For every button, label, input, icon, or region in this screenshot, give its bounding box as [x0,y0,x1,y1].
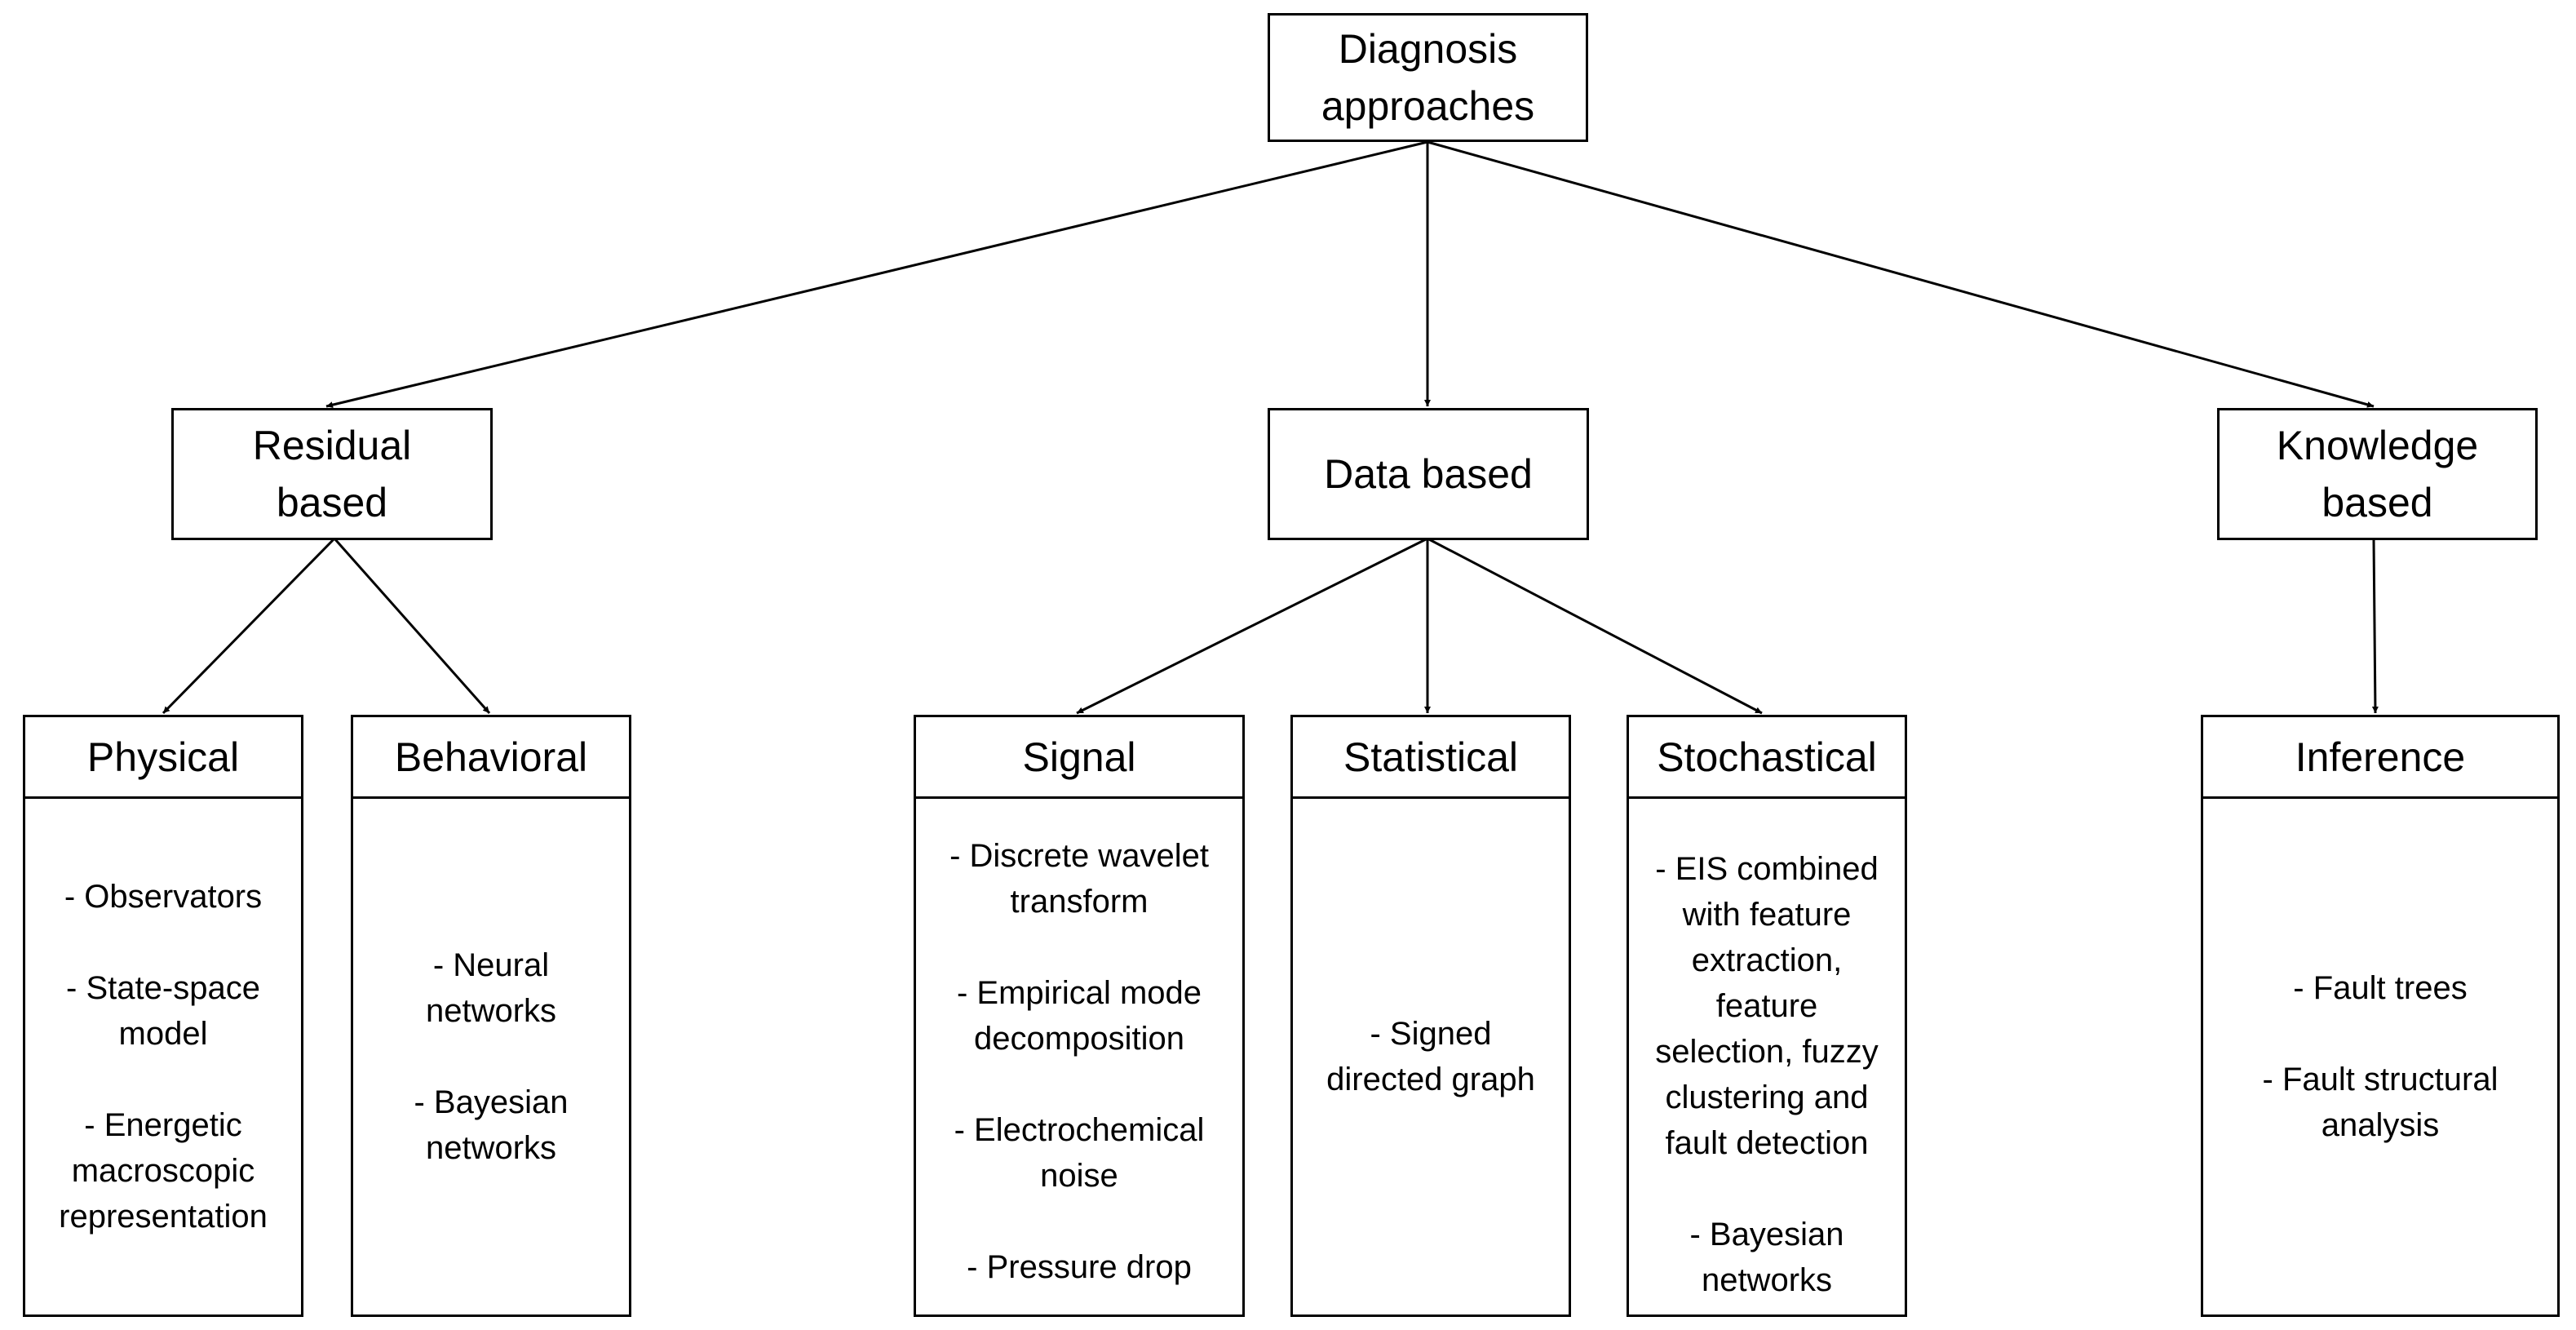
category-items-signal: - Discrete wavelet transform - Empirical… [916,799,1242,1314]
category-title-stochastical: Stochastical [1629,717,1905,799]
edge-root-residual [325,140,1428,409]
category-box-statistical: Statistical - Signed directed graph [1290,715,1571,1317]
edge-data-signal [1076,537,1428,715]
category-title-signal: Signal [916,717,1242,799]
category-title-inference: Inference [2203,717,2557,799]
method-bayesian-networks: - Bayesian networks [414,1084,569,1166]
group-node-knowledge-based: Knowledge based [2217,408,2538,540]
category-items-behavioral: - Neural networks - Bayesian networks [353,799,629,1314]
method-pressure-drop: - Pressure drop [967,1249,1192,1285]
category-items-inference: - Fault trees - Fault structural analysi… [2203,799,2557,1314]
method-signed-directed-graph: - Signed directed graph [1326,1016,1535,1097]
category-box-inference: Inference - Fault trees - Fault structur… [2201,715,2560,1317]
method-eis-feature-extraction-fuzzy-clustering: - EIS combined with feature extraction, … [1655,851,1879,1161]
edge-residual-behavioral [333,538,491,714]
method-observators: - Observators [64,879,263,915]
method-fault-structural-analysis: - Fault structural analysis [2262,1062,2499,1143]
method-discrete-wavelet-transform: - Discrete wavelet transform [949,838,1209,920]
method-bayesian-networks: - Bayesian networks [1689,1217,1844,1298]
root-node-diagnosis-approaches: Diagnosis approaches [1268,13,1588,142]
category-box-signal: Signal - Discrete wavelet transform - Em… [914,715,1245,1317]
edge-root-knowledge [1427,140,2375,408]
method-empirical-mode-decomposition: - Empirical mode decomposition [956,975,1202,1057]
category-items-physical: - Observators - State-space model - Ener… [25,799,301,1314]
method-energetic-macroscopic-representation: - Energetic macroscopic representation [59,1107,268,1235]
category-box-physical: Physical - Observators - State-space mod… [23,715,303,1317]
group-node-residual-based: Residual based [171,408,493,540]
edge-data-stochastical [1427,537,1763,715]
method-state-space-model: - State-space model [66,970,260,1052]
method-neural-networks: - Neural networks [425,947,557,1029]
edge-knowledge-inference [2371,538,2379,714]
category-title-behavioral: Behavioral [353,717,629,799]
method-fault-trees: - Fault trees [2293,970,2468,1006]
category-items-stochastical: - EIS combined with feature extraction, … [1629,799,1905,1314]
method-electrochemical-noise: - Electrochemical noise [954,1112,1205,1194]
edge-residual-physical [162,537,336,715]
category-box-stochastical: Stochastical - EIS combined with feature… [1627,715,1907,1317]
category-title-physical: Physical [25,717,301,799]
category-title-statistical: Statistical [1293,717,1569,799]
group-node-data-based: Data based [1268,408,1589,540]
category-box-behavioral: Behavioral - Neural networks - Bayesian … [351,715,631,1317]
category-items-statistical: - Signed directed graph [1293,799,1569,1314]
